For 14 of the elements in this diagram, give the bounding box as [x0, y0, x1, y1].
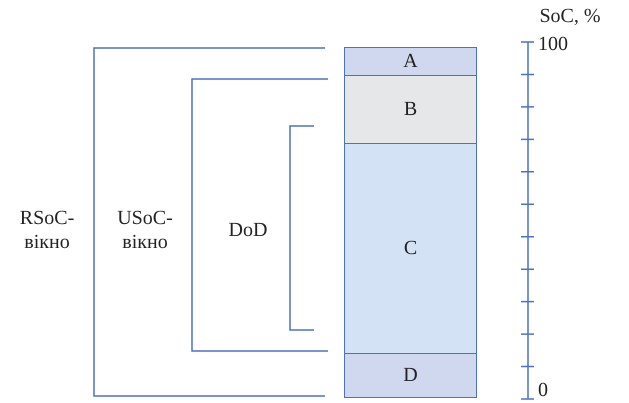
bar-segment — [344, 75, 477, 144]
segment-label: C — [404, 237, 418, 260]
tick-label: 0 — [538, 378, 549, 402]
segment-label: D — [403, 364, 418, 387]
axis-title: SoC, % — [538, 4, 602, 28]
bar-segment — [344, 353, 477, 398]
segment-label: B — [404, 98, 418, 121]
tick-label: 100 — [538, 32, 569, 56]
bracket-label: RSoC- вікно — [18, 206, 76, 254]
bracket-label: USoC- вікно — [116, 206, 174, 254]
bar-segment — [344, 47, 477, 76]
segment-label: A — [403, 50, 418, 73]
bracket-label: DoD — [228, 218, 268, 242]
bar-segment — [344, 143, 477, 354]
